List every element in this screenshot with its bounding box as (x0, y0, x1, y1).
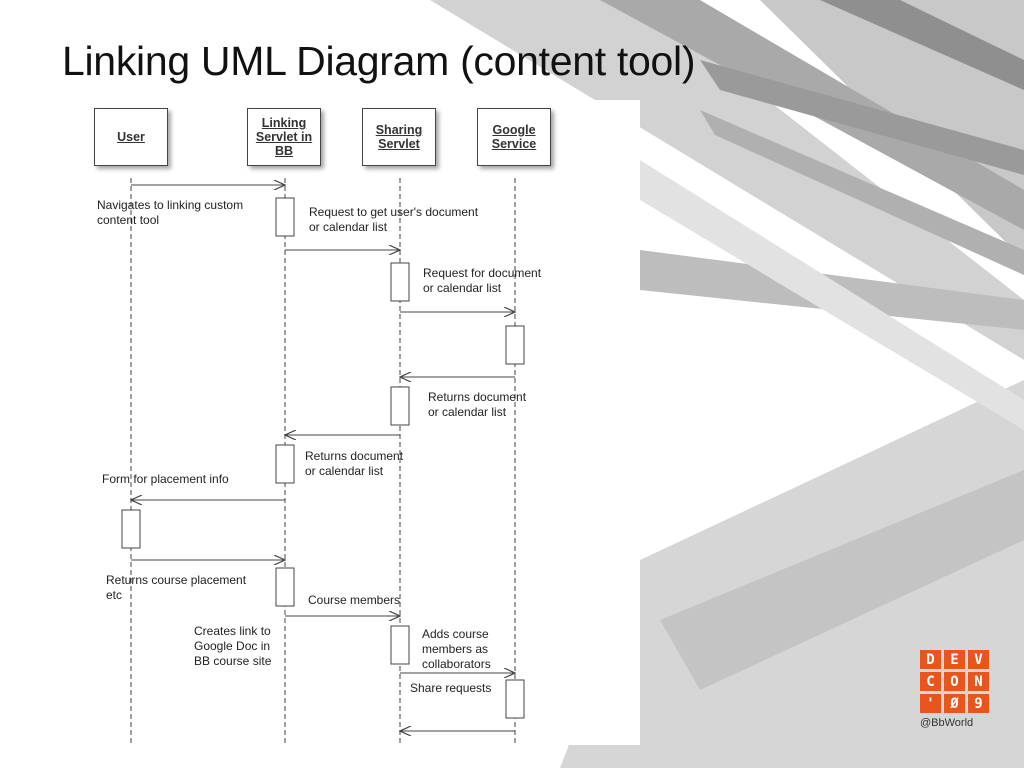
message-label: Adds course members as collaborators (422, 627, 491, 671)
logo-cell: V (968, 650, 989, 669)
uml-sequence-diagram: User Linking Servlet in BB Sharing Servl… (82, 100, 640, 745)
activation-box (390, 625, 410, 665)
activation-box (275, 444, 295, 484)
actor-sharing-servlet: Sharing Servlet (362, 108, 436, 166)
actor-google-service: Google Service (477, 108, 551, 166)
logo-cell: C (920, 672, 941, 691)
logo-cell: ' (920, 694, 941, 713)
message-label: Navigates to linking custom content tool (97, 198, 244, 227)
message-label: Returns course placement etc (106, 573, 247, 602)
actor-linking-servlet: Linking Servlet in BB (247, 108, 321, 166)
logo-cell: N (968, 672, 989, 691)
message-label: Returns document or calendar list (428, 390, 527, 419)
activation-box (390, 262, 410, 302)
message-label: Returns document or calendar list (305, 449, 404, 478)
message-label: Request for document or calendar list (423, 266, 542, 295)
activation-box (505, 679, 525, 719)
slide-title: Linking UML Diagram (content tool) (62, 38, 696, 84)
logo-cell: E (944, 650, 965, 669)
actor-user: User (94, 108, 168, 166)
bbworld-brand: @BbWorld (920, 717, 974, 729)
diagram-lines (121, 178, 525, 745)
activation-box (121, 509, 141, 549)
message-label: Share requests (410, 681, 492, 695)
logo-cell: O (944, 672, 965, 691)
activation-box (390, 386, 410, 426)
logo-cell: Ø (944, 694, 965, 713)
activation-box (275, 197, 295, 237)
activation-box (275, 567, 295, 607)
activation-box (505, 325, 525, 365)
devcon-logo: D E V C O N ' Ø 9 @BbWorld (920, 650, 992, 729)
message-label: Form for placement info (102, 472, 229, 486)
devcon-logo-grid: D E V C O N ' Ø 9 (920, 650, 992, 713)
message-label: Creates link to Google Doc in BB course … (194, 624, 272, 668)
message-label: Course members (308, 593, 401, 607)
logo-cell: D (920, 650, 941, 669)
message-label: Request to get user's document or calend… (309, 205, 479, 234)
logo-cell: 9 (968, 694, 989, 713)
